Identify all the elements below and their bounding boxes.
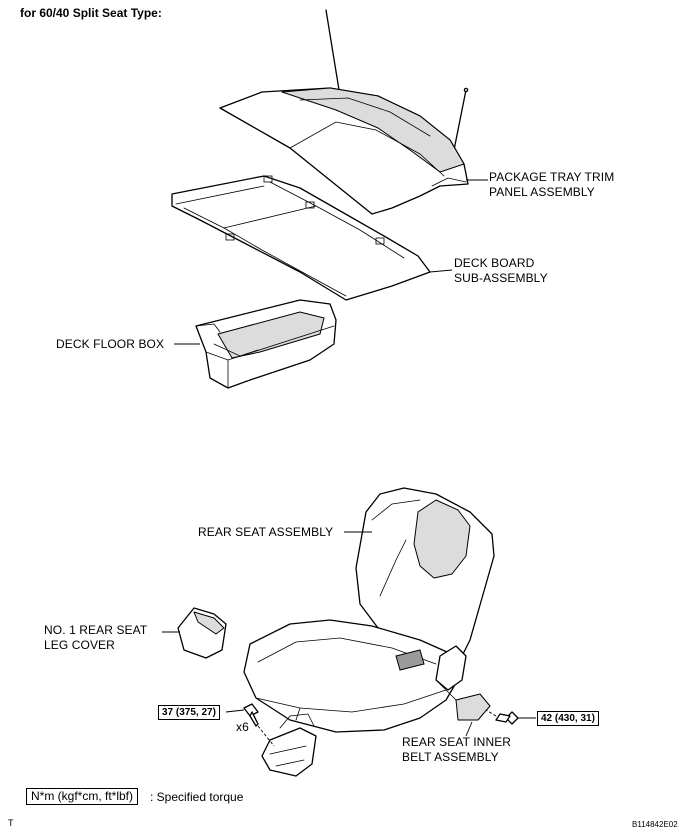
- bolt-right-drawing: [485, 709, 519, 725]
- package-tray-label-line2: PANEL ASSEMBLY: [489, 185, 595, 199]
- rear-seat-drawing: [243, 487, 495, 777]
- torque-spec-left: 37 (375, 27): [158, 705, 220, 720]
- leg-cover-drawing: [177, 607, 227, 659]
- corner-mark: T: [8, 818, 14, 828]
- belt-label-line2: BELT ASSEMBLY: [402, 750, 499, 764]
- bolt-left-drawing: [243, 703, 275, 747]
- torque-legend-unit: N*m (kgf*cm, ft*lbf): [26, 788, 139, 805]
- torque-spec-right: 42 (430, 31): [537, 711, 599, 726]
- leader-lines: [162, 179, 536, 737]
- diagram-title: for 60/40 Split Seat Type:: [20, 6, 162, 20]
- leg-cover-label-line2: LEG COVER: [44, 638, 115, 652]
- belt-label-line1: REAR SEAT INNER: [402, 735, 512, 749]
- deck-board-label-line1: DECK BOARD: [454, 256, 535, 270]
- bolt-quantity-label: x6: [236, 720, 249, 734]
- rear-seat-label: REAR SEAT ASSEMBLY: [198, 525, 334, 539]
- figure-id: B114842E02: [632, 820, 678, 829]
- package-tray-trim-panel-drawing: [219, 9, 469, 215]
- deck-board-drawing: [171, 175, 431, 301]
- torque-legend-text: : Specified torque: [150, 790, 244, 804]
- leg-cover-label-line1: NO. 1 REAR SEAT: [44, 623, 148, 637]
- deck-floor-box-label: DECK FLOOR BOX: [56, 337, 165, 351]
- deck-board-label-line2: SUB-ASSEMBLY: [454, 271, 548, 285]
- deck-floor-box-drawing: [195, 299, 337, 389]
- package-tray-label-line1: PACKAGE TRAY TRIM: [489, 170, 615, 184]
